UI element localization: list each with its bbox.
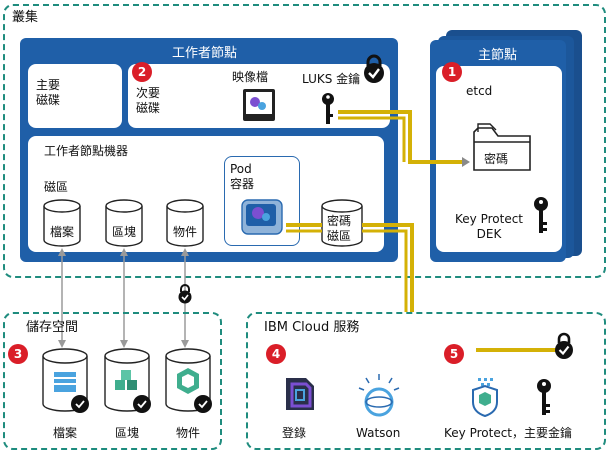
ibm-cloud-services-panel — [246, 312, 606, 450]
master-key-icon — [537, 379, 551, 415]
key-protect-label: Key Protect，主要金鑰 — [444, 426, 572, 440]
folder-icon — [473, 123, 531, 171]
badge-3: 3 — [8, 344, 28, 364]
luks-key-icon — [322, 93, 334, 124]
badge-2: 2 — [132, 62, 152, 82]
pod-container-label: Pod 容器 — [230, 162, 255, 191]
file-storage-icon — [42, 348, 89, 413]
file-partition-cylinder — [43, 199, 81, 247]
logging-label: 登錄 — [282, 426, 307, 440]
secondary-disk-label: 次要 磁碟 — [136, 86, 161, 115]
storage-object-label: 物件 — [175, 426, 200, 440]
storage-panel — [3, 312, 222, 450]
worker-node-machine-title: 工作者節點機器 — [44, 144, 129, 158]
partition-label: 磁區 — [44, 180, 69, 194]
block-partition-cylinder — [105, 199, 143, 247]
master-node-title: 主節點 — [478, 48, 518, 63]
key-protect-lock-icon — [555, 332, 573, 359]
object-storage-icon — [165, 348, 212, 413]
storage-block-label: 區塊 — [114, 426, 139, 440]
luks-key-label: LUKS 金鑰 — [302, 72, 361, 86]
key-icon — [534, 197, 548, 233]
encrypted-partition-cylinder — [321, 199, 363, 247]
etcd-label: etcd — [466, 84, 493, 98]
object-partition-label: 物件 — [172, 225, 197, 239]
storage-file-label: 檔案 — [52, 426, 77, 440]
badge-1: 1 — [442, 62, 462, 82]
key-protect-dek-label: Key Protect DEK — [455, 212, 523, 241]
badge-5: 5 — [444, 344, 464, 364]
object-partition-cylinder — [166, 199, 204, 247]
primary-disk-label: 主要 磁碟 — [36, 78, 61, 107]
container-icon — [241, 199, 283, 235]
encrypted-partition-label: 密碼 磁區 — [327, 214, 352, 243]
secrets-label: 密碼 — [484, 152, 509, 166]
cluster-label: 叢集 — [12, 10, 39, 25]
cluster-boundary — [3, 4, 606, 278]
file-partition-label: 檔案 — [49, 225, 74, 239]
object-link-lock-icon — [178, 284, 192, 304]
badge-4: 4 — [266, 344, 286, 364]
primary-disk-box — [28, 64, 122, 128]
watson-label: Watson — [356, 426, 401, 440]
watson-icon — [358, 374, 400, 417]
storage-title: 儲存空間 — [26, 320, 79, 335]
key-protect-icon — [472, 378, 498, 418]
logging-icon — [286, 378, 314, 410]
worker-node-title: 工作者節點 — [172, 46, 238, 61]
ibm-cloud-services-title: IBM Cloud 服務 — [264, 320, 360, 335]
image-file-label: 映像檔 — [232, 70, 269, 84]
block-partition-label: 區塊 — [111, 225, 136, 239]
image-file-icon — [243, 89, 275, 121]
lock-check-icon — [364, 54, 384, 83]
block-storage-icon — [104, 348, 151, 413]
